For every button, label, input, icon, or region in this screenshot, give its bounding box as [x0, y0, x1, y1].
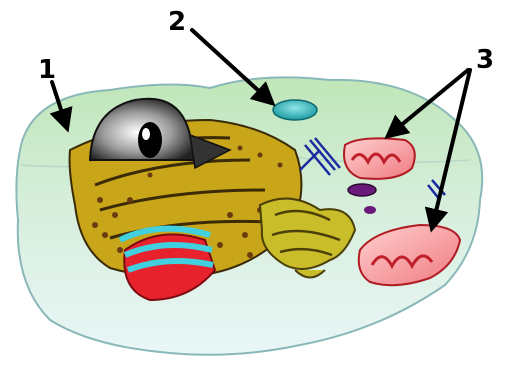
label-2: 2: [168, 7, 186, 37]
vacuole: [273, 100, 317, 120]
label-3: 3: [476, 45, 494, 75]
mitochondrion-upper: [344, 138, 415, 179]
label-1: 1: [38, 55, 56, 85]
